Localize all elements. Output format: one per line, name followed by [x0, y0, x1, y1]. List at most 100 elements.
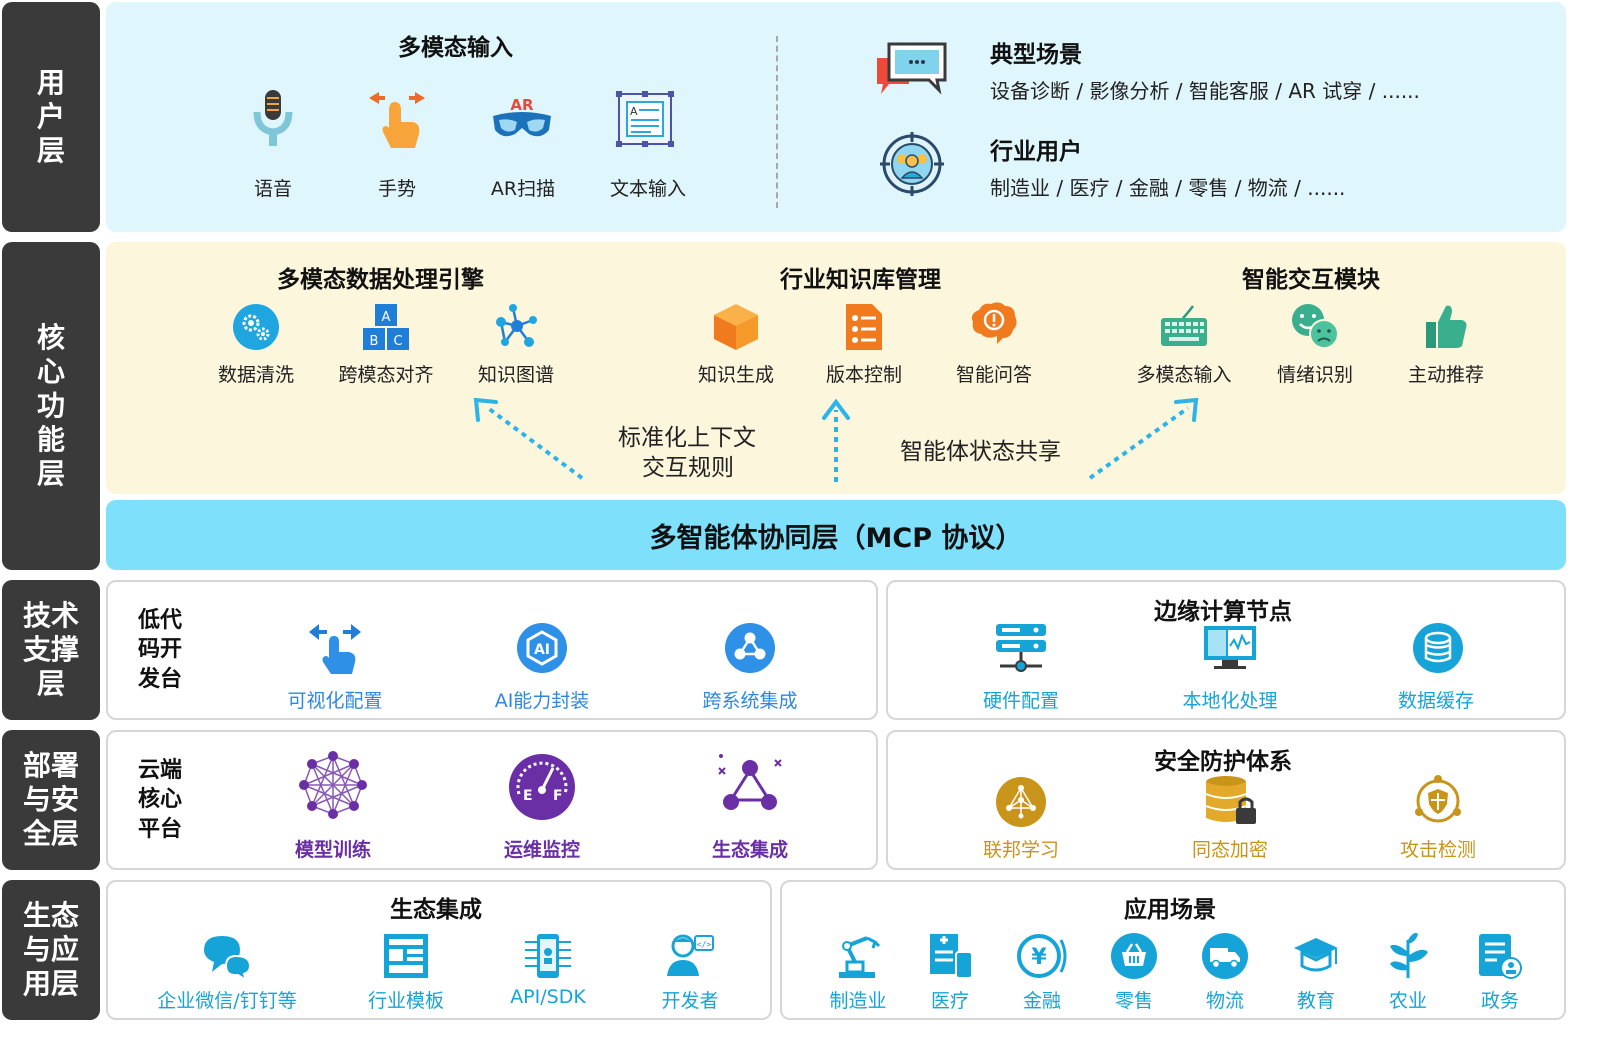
typical-scene-text: 设备诊断 / 影像分析 / 智能客服 / AR 试穿 / ......: [990, 79, 1420, 103]
core-item-smart-qa: 智能问答: [955, 364, 1033, 386]
note-agent-state-sharing: 智能体状态共享: [900, 439, 1061, 465]
touch-arrows-icon: [307, 620, 363, 680]
yen-coin-icon: ¥: [1017, 932, 1067, 984]
security-item-homomorphic-encryption: 同态加密: [1191, 839, 1269, 861]
application-scenarios-title: 应用场景: [1124, 897, 1216, 923]
keyboard-icon: [1159, 304, 1209, 354]
edge-item-data-cache: 数据缓存: [1397, 690, 1475, 712]
version-document-icon: [844, 302, 884, 356]
app-item-agriculture: 农业: [1388, 990, 1428, 1012]
idea-brain-icon: [969, 300, 1019, 356]
graduation-cap-icon: [1292, 934, 1340, 982]
abc-block-b: B: [370, 334, 379, 349]
government-document-icon: [1477, 932, 1523, 984]
ai-chip-icon: AI: [516, 622, 568, 678]
note-standardized-context: 标准化上下文: [618, 425, 756, 451]
app-item-retail: 零售: [1114, 990, 1154, 1012]
neural-network-icon: [298, 750, 368, 824]
multimodal-input-title: 多模态输入: [398, 35, 513, 61]
security-system-title: 安全防护体系: [1154, 749, 1292, 775]
encrypted-database-icon: [1202, 774, 1258, 832]
robot-arm-icon: [833, 932, 883, 984]
tech-item-ai-capability: AI能力封装: [494, 690, 590, 712]
app-item-education: 教育: [1296, 990, 1336, 1012]
eco-item-developer: 开发者: [661, 990, 719, 1012]
security-item-federated-learning: 联邦学习: [982, 839, 1060, 861]
user-layer-panel: [106, 2, 1566, 232]
input-label-gesture: 手势: [377, 178, 417, 200]
core-item-data-cleaning: 数据清洗: [217, 364, 295, 386]
gauge-letter-e: E: [523, 788, 533, 804]
app-item-medical: 医疗: [930, 990, 970, 1012]
core-item-cross-modal-alignment: 跨模态对齐: [338, 364, 434, 386]
knowledge-graph-icon: [491, 302, 541, 356]
core-item-knowledge-generation: 知识生成: [697, 364, 775, 386]
core-item-version-control: 版本控制: [825, 364, 903, 386]
core-item-emotion-recognition: 情绪识别: [1276, 364, 1354, 386]
server-icon: [994, 622, 1048, 678]
microphone-icon: [253, 88, 293, 156]
plant-leaf-icon: [1386, 930, 1430, 984]
shopping-basket-icon: [1110, 932, 1158, 984]
gauge-icon: E F: [507, 752, 577, 824]
edge-computing-title: 边缘计算节点: [1154, 599, 1292, 625]
app-item-logistics: 物流: [1205, 990, 1245, 1012]
svg-text:AI: AI: [534, 642, 550, 658]
database-icon: [1412, 622, 1464, 678]
monitor-chart-icon: [1202, 624, 1258, 674]
layer-label-tech: 技术 支撑 层: [2, 580, 100, 720]
typical-scene-title: 典型场景: [990, 42, 1082, 68]
abc-blocks-icon: A B C: [361, 302, 411, 356]
industry-users-title: 行业用户: [990, 139, 1082, 165]
developer-icon: </>: [665, 932, 715, 984]
low-code-platform-title: 低代 码开 发台: [138, 608, 183, 692]
application-scenarios-panel: [780, 880, 1566, 1020]
emotion-faces-icon: [1290, 302, 1340, 354]
chat-bubble-icon: [875, 40, 949, 104]
triangle-network-icon: [715, 752, 785, 822]
edge-item-hardware-config: 硬件配置: [982, 690, 1060, 712]
svg-text:A: A: [630, 105, 638, 118]
app-item-government: 政务: [1480, 990, 1520, 1012]
cloud-item-ecosystem-integration: 生态集成: [711, 839, 789, 861]
mcp-protocol-label: 多智能体协同层（MCP 协议）: [649, 522, 1023, 554]
ecosystem-integration-title: 生态集成: [390, 897, 482, 923]
svg-text:AR: AR: [510, 96, 534, 114]
eco-item-industry-template: 行业模板: [367, 990, 445, 1012]
layer-label-eco: 生态 与应 用层: [2, 880, 100, 1020]
federated-network-icon: [995, 776, 1047, 832]
tech-item-visual-config: 可视化配置: [287, 690, 383, 712]
abc-block-a: A: [382, 310, 391, 325]
core-item-knowledge-graph: 知识图谱: [477, 364, 555, 386]
core-group-title-data-engine: 多模态数据处理引擎: [277, 267, 484, 293]
core-group-title-knowledge-base: 行业知识库管理: [780, 267, 941, 293]
cloud-item-ops-monitoring: 运维监控: [503, 839, 581, 861]
delivery-truck-icon: [1201, 932, 1249, 984]
cloud-core-platform-title: 云端 核心 平台: [138, 758, 183, 842]
gauge-letter-f: F: [553, 788, 563, 804]
input-label-ar-scan: AR扫描: [490, 178, 556, 200]
eco-item-wecom-dingtalk: 企业微信/钉钉等: [157, 990, 297, 1012]
template-layout-icon: [382, 932, 430, 984]
edge-item-local-processing: 本地化处理: [1182, 690, 1278, 712]
layer-label-core: 核 心 功 能 层: [2, 242, 100, 570]
user-layer-divider: [776, 36, 778, 208]
industry-users-icon: [880, 132, 944, 200]
gears-icon: [232, 303, 280, 355]
abc-block-c: C: [393, 334, 402, 349]
industry-users-text: 制造业 / 医疗 / 金融 / 零售 / 物流 / ......: [990, 176, 1346, 200]
svg-text:¥: ¥: [1031, 945, 1047, 970]
mcp-protocol-bar: 多智能体协同层（MCP 协议）: [106, 500, 1566, 570]
shield-scan-icon: [1411, 774, 1465, 832]
eco-item-api-sdk: API/SDK: [510, 986, 586, 1008]
app-item-finance: 金融: [1022, 990, 1062, 1012]
ar-glasses-icon: AR: [491, 94, 553, 148]
medical-report-icon: [926, 932, 974, 984]
cube-icon: [712, 302, 760, 356]
text-input-icon: A: [615, 90, 675, 152]
layer-label-deploy: 部署 与安 全层: [2, 730, 100, 870]
layer-label-user: 用 户 层: [2, 2, 100, 232]
security-item-attack-detection: 攻击检测: [1399, 839, 1477, 861]
input-label-text: 文本输入: [609, 178, 687, 200]
